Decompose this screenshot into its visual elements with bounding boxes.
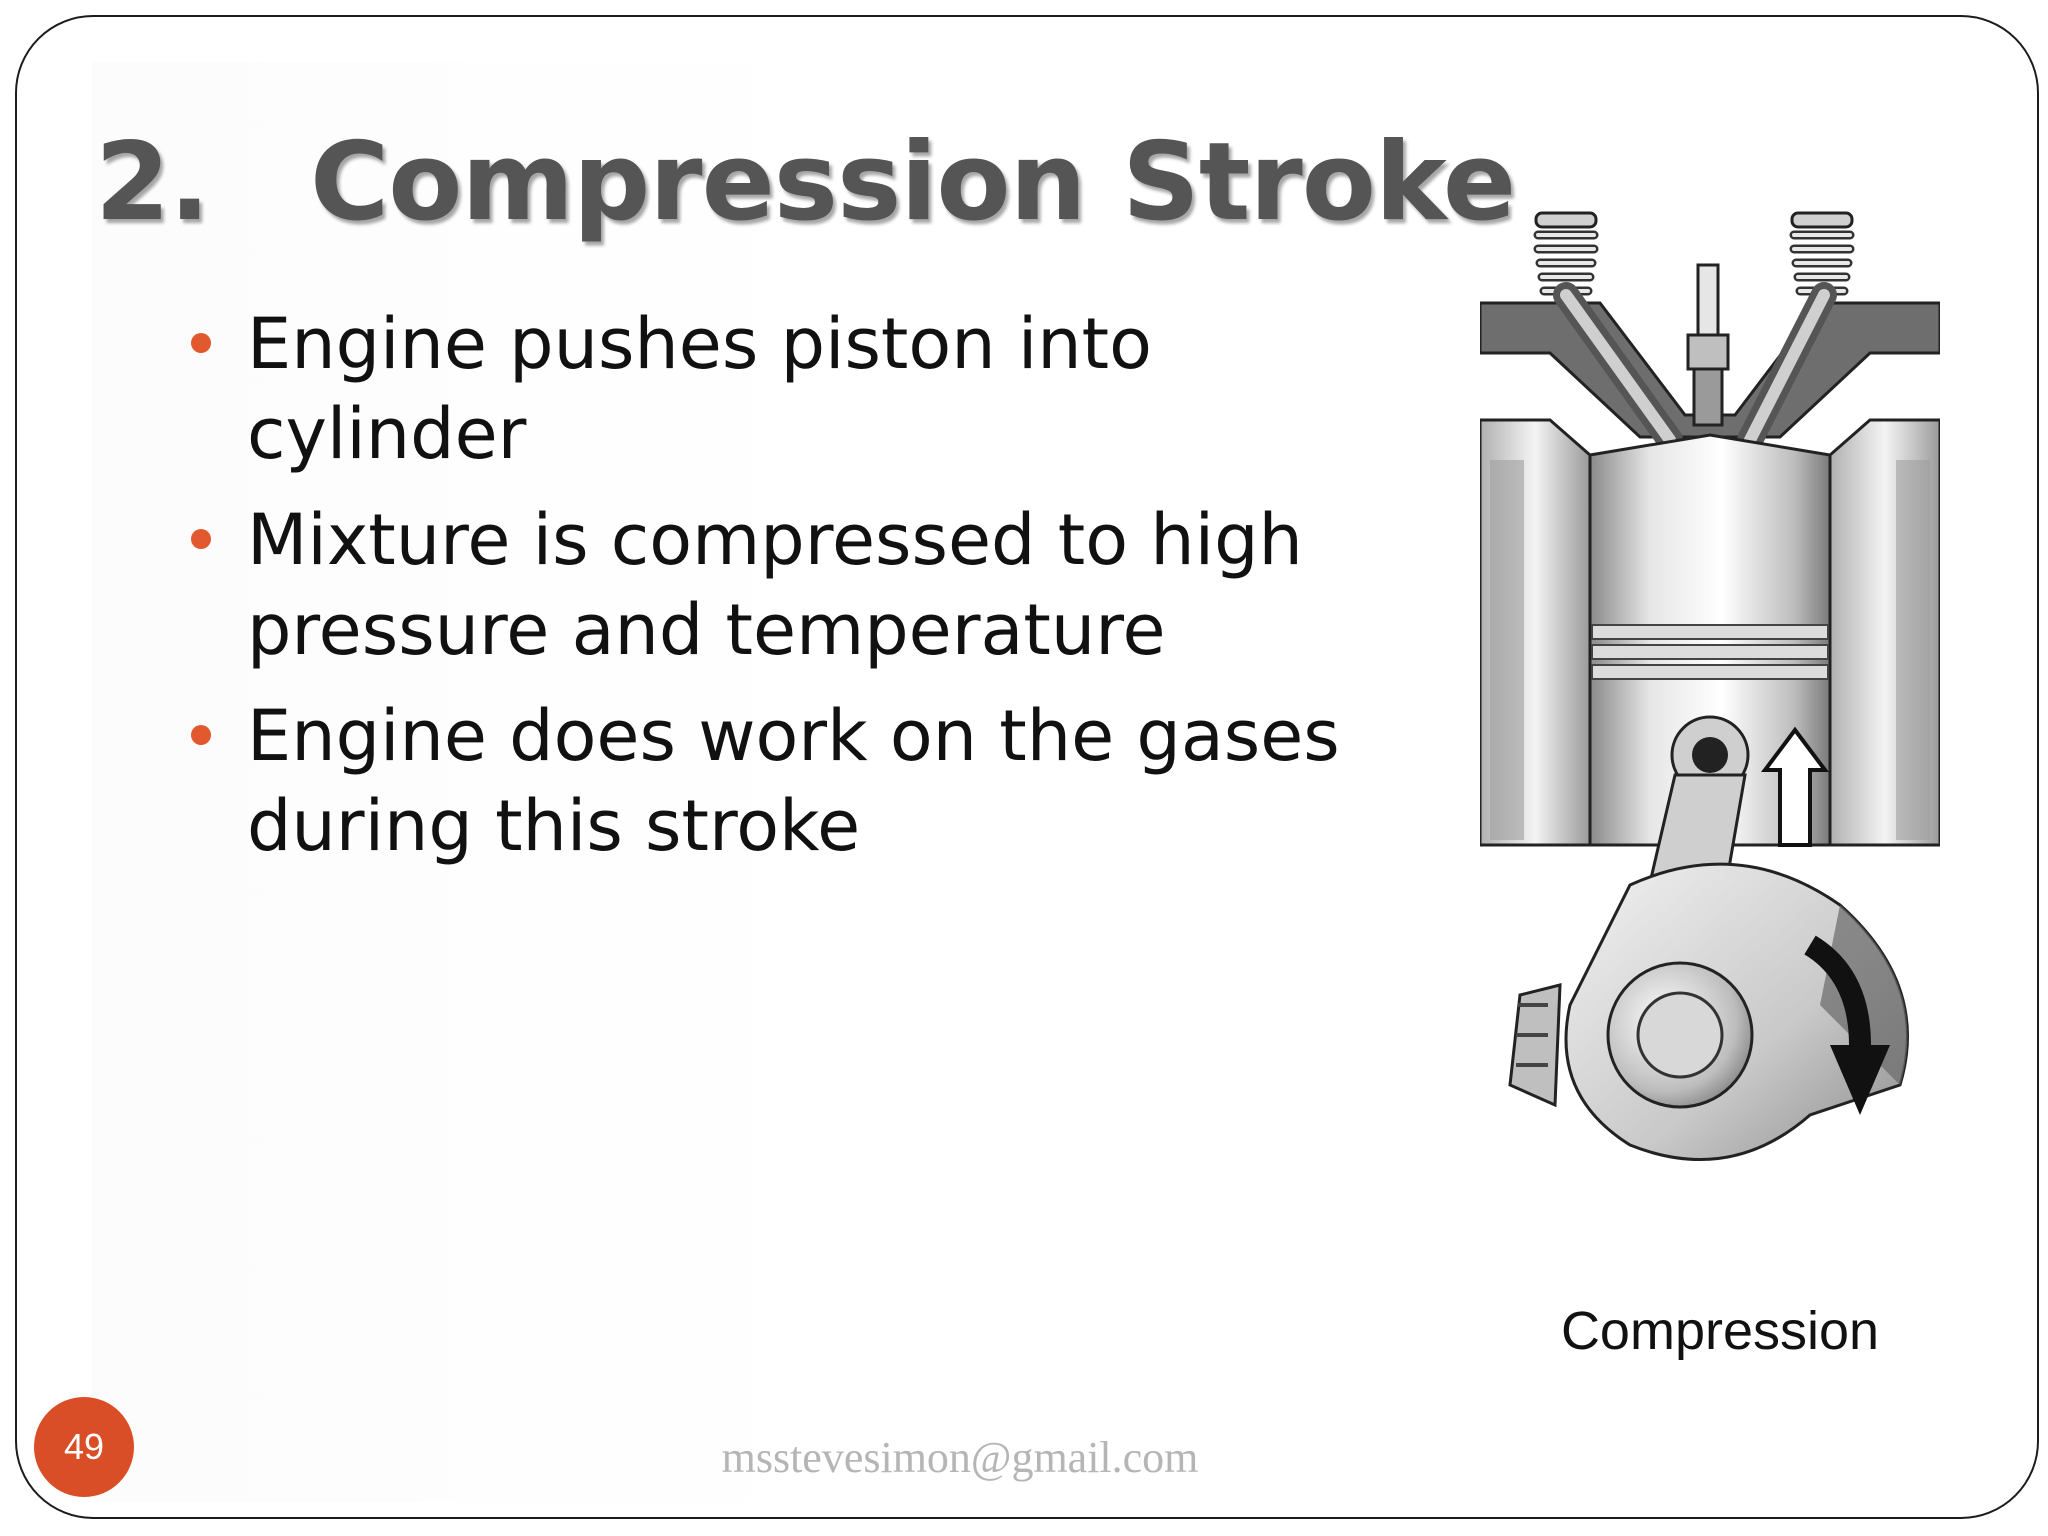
spark-plug-icon <box>1686 263 1730 427</box>
piston-up-arrow-icon <box>1761 726 1829 847</box>
engine-piston-compression-diagram <box>1480 211 1940 1161</box>
bullet-dot-icon <box>191 725 211 745</box>
crankshaft <box>1508 862 1909 1161</box>
bullet-item: Engine pushes piston into cylinder <box>185 299 1415 479</box>
bullet-item: Engine does work on the gases during thi… <box>185 691 1415 871</box>
bullet-dot-icon <box>191 529 211 549</box>
slide-title-text: Compression Stroke <box>310 120 1516 245</box>
bullet-text: Mixture is compressed to high pressure a… <box>247 499 1303 671</box>
page-number-badge: 49 <box>34 1397 134 1497</box>
bullet-text: Engine does work on the gases during thi… <box>247 695 1340 867</box>
bullet-dot-icon <box>191 333 211 353</box>
footer-email: msstevesimon@gmail.com <box>721 1433 1199 1482</box>
bullet-list: Engine pushes piston into cylinder Mixtu… <box>185 299 1415 887</box>
figure-caption: Compression <box>1560 1301 1880 1361</box>
exhaust-valve-spring-icon <box>1789 211 1855 296</box>
bullet-text: Engine pushes piston into cylinder <box>247 303 1152 475</box>
rotation-arrow-icon <box>1804 935 1890 1115</box>
slide-title: 2. Compression Stroke <box>95 120 1516 245</box>
intake-valve-spring-icon <box>1533 211 1599 296</box>
slide-title-number: 2. <box>95 120 210 245</box>
bullet-item: Mixture is compressed to high pressure a… <box>185 495 1415 675</box>
